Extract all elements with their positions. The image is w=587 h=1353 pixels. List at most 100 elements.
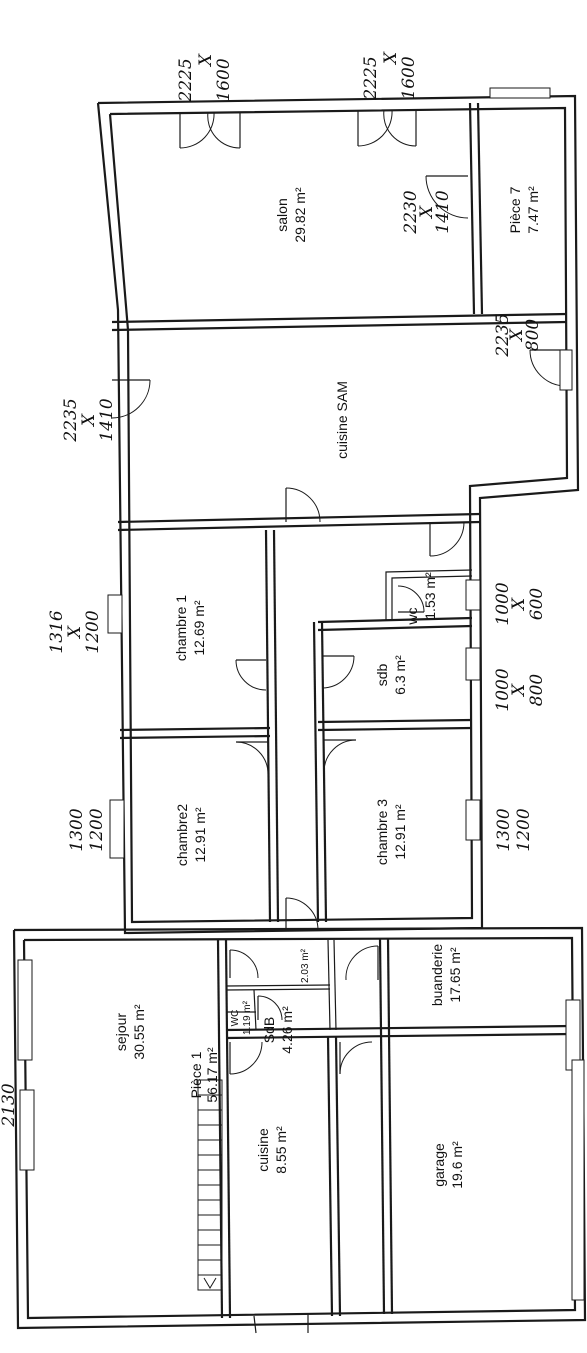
- room-sejour-area: 30.55 m²: [131, 1004, 147, 1060]
- room-piece1: Pièce 1 56.17 m²: [188, 1047, 220, 1103]
- annotation-a5-height: 2235: [61, 398, 81, 442]
- room-salon-name: salon: [274, 198, 290, 231]
- doors: [111, 109, 567, 1075]
- room-wc-bottom-area: 1.19 m²: [242, 1000, 253, 1035]
- annotation-a6-width: 1200: [83, 610, 103, 653]
- room-sdb-bottom: SdB 4.26 m²: [261, 1006, 295, 1054]
- annotation-a7-height: 1000: [493, 582, 513, 625]
- room-wc-bottom-name: WC: [230, 1010, 241, 1027]
- window-chambre1: [107, 594, 123, 634]
- room-piece7: Pièce 7 7.47 m²: [507, 186, 541, 234]
- annotation-a6-height: 1316: [47, 610, 67, 653]
- room-garage: garage 19.6 m²: [431, 1141, 465, 1189]
- annotation-a4-width: 800: [523, 319, 543, 352]
- annotation-chambre3-window: 1300 1200: [494, 808, 534, 851]
- annotation-chambre2-window: 1300 1200: [67, 808, 107, 851]
- room-chambre2-area: 12.91 m²: [192, 807, 208, 863]
- room-cuisine-area: 8.55 m²: [273, 1126, 289, 1174]
- annotation-a2-x: X: [381, 51, 401, 66]
- room-chambre3-area: 12.91 m²: [392, 804, 408, 860]
- annotation-a11-height: 2130: [0, 1083, 19, 1127]
- room-sdb-top-area: 6.3 m²: [392, 655, 408, 695]
- wc-top-door: [397, 585, 425, 613]
- room-chambre1-area: 12.69 m²: [191, 600, 207, 656]
- room-cuisine-name: cuisine: [255, 1128, 271, 1172]
- room-sejour-name: sejour: [113, 1013, 129, 1051]
- room-chambre2-name: chambre2: [174, 804, 190, 866]
- window-wc: [465, 579, 481, 611]
- annotation-chambre1-window: 1316 X 1200: [47, 610, 103, 653]
- window-piece7: [489, 87, 551, 99]
- staircase: [197, 1079, 223, 1291]
- garage-gate: [571, 1059, 585, 1301]
- window-sdb: [465, 647, 481, 681]
- room-piece1-name: Pièce 1: [188, 1051, 204, 1098]
- annotation-salon-door-1: 2225 X 1600: [176, 53, 234, 103]
- chambre1-door: [235, 659, 267, 691]
- room-chambre2: chambre2 12.91 m²: [174, 804, 208, 866]
- annotation-a9-width: 1200: [87, 808, 107, 851]
- annotation-a7-width: 600: [527, 588, 547, 621]
- cuisine-door-left: [111, 379, 151, 419]
- room-salon: salon 29.82 m²: [274, 187, 308, 243]
- room-wc-top-name: wc: [404, 607, 420, 625]
- chambre3-door: [323, 739, 357, 773]
- room-chambre1: chambre 1 12.69 m²: [173, 595, 207, 661]
- room-buanderie-name: buanderie: [429, 944, 445, 1006]
- sdb-door: [321, 655, 355, 689]
- room-sejour: sejour 30.55 m²: [113, 1004, 147, 1060]
- annotation-a8-x: X: [509, 683, 529, 698]
- annotation-a1-x: X: [196, 53, 216, 68]
- room-chambre1-name: chambre 1: [173, 595, 189, 661]
- annotation-a4-x: X: [507, 328, 527, 343]
- annotation-cuisine-door: 2235 X 1410: [61, 398, 117, 442]
- chambre2-door: [235, 741, 269, 775]
- annotation-a10-width: 1200: [514, 808, 534, 851]
- cuisine-door-bottom: [285, 487, 321, 523]
- annotation-a1-width: 1600: [214, 58, 234, 101]
- room-garage-name: garage: [431, 1143, 447, 1187]
- annotation-wc-window: 1000 X 600: [493, 582, 547, 625]
- annotation-piece7-door: 2235 X 800: [493, 313, 543, 357]
- annotation-sdb-window: 1000 X 800: [493, 668, 547, 711]
- upper-wing-walls: [96, 94, 580, 935]
- annotation-a8-width: 800: [527, 674, 547, 707]
- lower-wing-walls: [12, 926, 587, 1334]
- annotation-salon-side-door: 2230 X 1410: [401, 190, 453, 234]
- window-cuisine-sam: [559, 349, 573, 391]
- room-wc-top: wc 1.53 m²: [404, 572, 438, 626]
- annotation-a2-height: 2225: [361, 56, 381, 100]
- room-labels: salon 29.82 m² Pièce 7 7.47 m² cuisine S…: [113, 186, 541, 1189]
- room-piece7-name: Pièce 7: [507, 186, 523, 233]
- room-closet: 2.03 m²: [300, 948, 311, 983]
- window-sejour-1: [17, 959, 33, 1061]
- annotation-a3-x: X: [417, 205, 437, 220]
- room-salon-area: 29.82 m²: [292, 187, 308, 243]
- annotation-a7-x: X: [509, 597, 529, 612]
- window-chambre2: [109, 799, 125, 859]
- annotation-a3-width: 1410: [433, 190, 453, 233]
- salon-door-side: [425, 175, 469, 219]
- room-sdb-top: sdb 6.3 m²: [374, 655, 408, 695]
- corridor-door-bottom: [285, 897, 319, 931]
- wc-bottom-door: [257, 995, 283, 1021]
- annotation-a4-height: 2235: [493, 313, 513, 357]
- room-piece1-area: 56.17 m²: [204, 1047, 220, 1103]
- salon-double-door-1: [179, 111, 241, 149]
- room-sdb-bottom-area: 4.26 m²: [279, 1006, 295, 1054]
- annotation-a2-width: 1600: [399, 56, 419, 99]
- annotation-a3-height: 2230: [401, 190, 421, 234]
- annotation-a9-height: 1300: [67, 808, 87, 851]
- garage-door: [339, 1041, 373, 1075]
- room-wc-bottom: WC 1.19 m²: [230, 1000, 253, 1035]
- annotation-a6-x: X: [65, 625, 85, 640]
- room-cuisine-sam: cuisine SAM: [334, 381, 350, 459]
- room-cuisine-sam-name: cuisine SAM: [334, 381, 350, 459]
- room-garage-area: 19.6 m²: [449, 1141, 465, 1189]
- annotation-a10-height: 1300: [494, 808, 514, 851]
- room-cuisine: cuisine 8.55 m²: [255, 1126, 289, 1174]
- room-closet-area: 2.03 m²: [300, 948, 311, 983]
- corridor-door-top: [429, 521, 465, 557]
- room-buanderie: buanderie 17.65 m²: [429, 944, 463, 1006]
